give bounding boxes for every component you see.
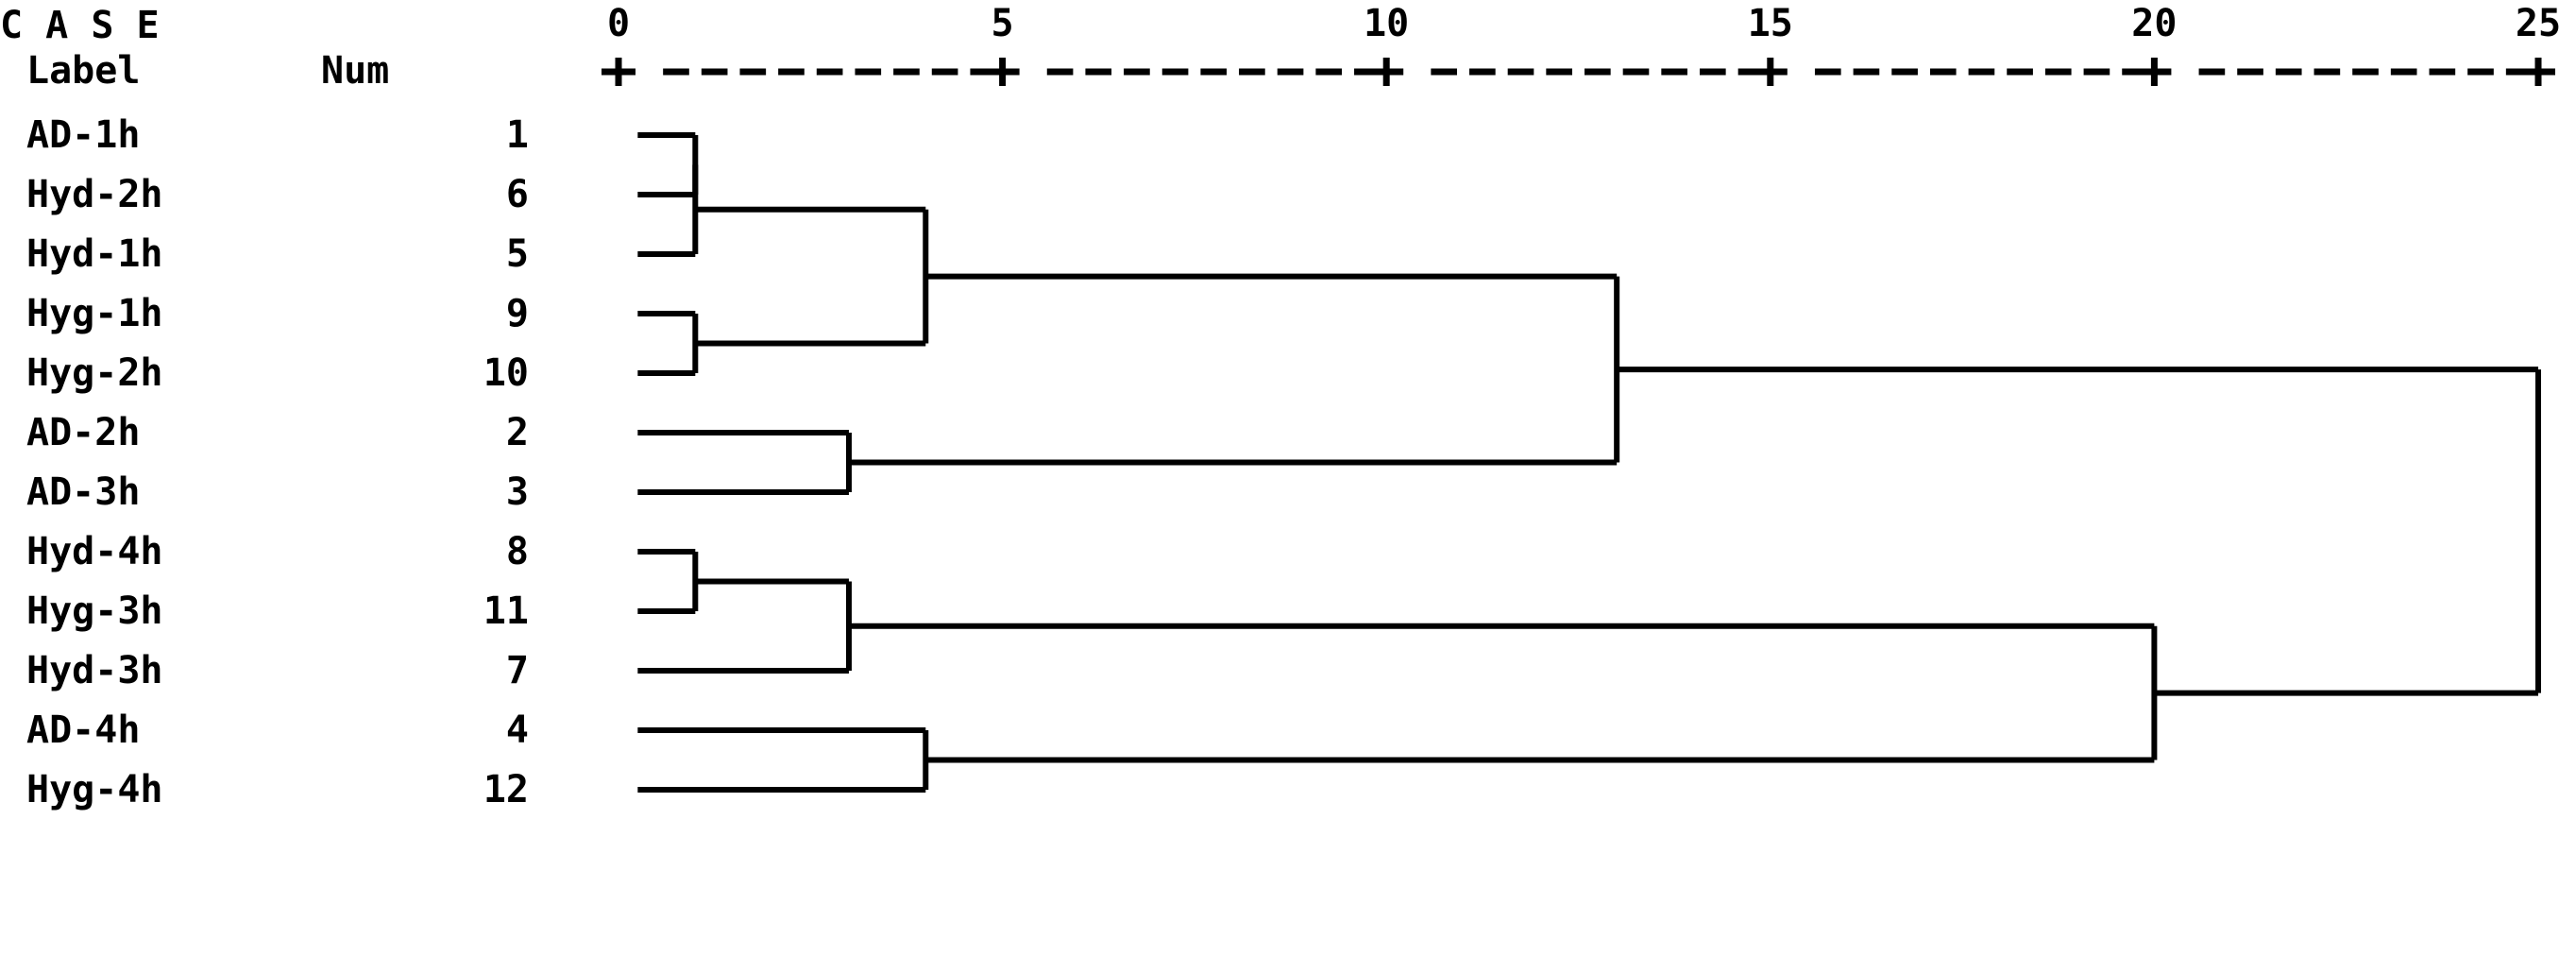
axis-dash xyxy=(893,68,920,76)
label-column-header: Label xyxy=(26,49,141,93)
axis-dash xyxy=(1046,68,1074,76)
leaf-label: Hyd-2h xyxy=(26,173,163,216)
leaf-number: 1 xyxy=(505,113,529,157)
axis-dash xyxy=(855,68,882,76)
axis-dash xyxy=(2352,68,2379,76)
leaf-number: 8 xyxy=(505,530,529,573)
axis-dash xyxy=(2467,68,2494,76)
leaf-number: 7 xyxy=(505,649,529,692)
axis-dash xyxy=(1929,68,1957,76)
axis-dash xyxy=(2390,68,2417,76)
leaf-number: 2 xyxy=(505,411,529,454)
axis-dash xyxy=(1161,68,1189,76)
leaf-number: 3 xyxy=(505,470,529,514)
leaf-number: 4 xyxy=(505,708,529,752)
axis-dash xyxy=(1277,68,1304,76)
axis-dash xyxy=(1431,68,1458,76)
axis-dash xyxy=(931,68,958,76)
axis-dash xyxy=(2429,68,2456,76)
axis-dash xyxy=(1469,68,1496,76)
axis-dash xyxy=(2505,68,2533,76)
axis-ruler xyxy=(0,51,2576,89)
axis-dash xyxy=(1085,68,1112,76)
axis-dash xyxy=(1622,68,1650,76)
leaf-label: Hyg-1h xyxy=(26,292,163,335)
axis-tick-label: 20 xyxy=(2131,2,2178,45)
leaf-number: 10 xyxy=(483,351,529,395)
axis-dash xyxy=(2237,68,2263,76)
leaf-label: AD-1h xyxy=(26,113,141,157)
axis-dash xyxy=(1891,68,1918,76)
axis-dash xyxy=(1661,68,1687,76)
leaf-number: 11 xyxy=(483,589,529,633)
case-header-text: C A S E xyxy=(0,4,160,47)
axis-dash xyxy=(2122,68,2148,76)
leaf-label: Hyd-1h xyxy=(26,232,163,276)
num-column-header: Num xyxy=(321,49,390,93)
leaf-number: 9 xyxy=(505,292,529,335)
axis-dash xyxy=(1737,68,1765,76)
axis-tick-label: 15 xyxy=(1747,2,1793,45)
axis-tick-mark xyxy=(615,58,622,86)
axis-dash xyxy=(663,68,689,76)
leaf-label: Hyd-3h xyxy=(26,649,163,692)
axis-dash xyxy=(2083,68,2110,76)
axis-dash xyxy=(2007,68,2033,76)
leaf-number: 6 xyxy=(505,173,529,216)
axis-dash xyxy=(2198,68,2226,76)
axis-dash xyxy=(1124,68,1150,76)
axis-tick-mark xyxy=(1382,58,1390,86)
axis-dash xyxy=(1814,68,1841,76)
axis-tick-numbers: 0 5 10 15 20 25 xyxy=(0,2,2576,47)
axis-tick-label: 10 xyxy=(1364,2,1410,45)
leaf-label: Hyd-4h xyxy=(26,530,163,573)
axis-tick-mark xyxy=(1767,58,1774,86)
axis-tick-label: 25 xyxy=(2515,2,2562,45)
axis-dash xyxy=(1354,68,1381,76)
leaf-label: AD-2h xyxy=(26,411,141,454)
axis-dash xyxy=(701,68,728,76)
axis-dash xyxy=(2313,68,2341,76)
leaf-number: 12 xyxy=(483,768,529,811)
leaf-label: Hyg-3h xyxy=(26,589,163,633)
axis-tick-mark xyxy=(2534,58,2542,86)
axis-dash xyxy=(1853,68,1880,76)
leaf-number: 5 xyxy=(505,232,529,276)
axis-dash xyxy=(1315,68,1343,76)
case-header: C A S E xyxy=(0,4,567,47)
axis-dash xyxy=(1699,68,1726,76)
axis-dash xyxy=(1200,68,1228,76)
axis-dash xyxy=(816,68,843,76)
axis-dash xyxy=(2275,68,2302,76)
leaf-label: Hyg-2h xyxy=(26,351,163,395)
axis-tick-label: 5 xyxy=(991,2,1014,45)
axis-dash xyxy=(970,68,997,76)
axis-tick-mark xyxy=(999,58,1007,86)
axis-dash xyxy=(1546,68,1572,76)
axis-dash xyxy=(1585,68,1611,76)
axis-tick-label: 0 xyxy=(606,2,631,45)
axis-dash xyxy=(1507,68,1534,76)
leaf-label: Hyg-4h xyxy=(26,768,163,811)
axis-tick-mark xyxy=(2150,58,2158,86)
leaf-label: AD-4h xyxy=(26,708,141,752)
axis-dash xyxy=(778,68,805,76)
axis-dash xyxy=(1968,68,1995,76)
axis-dash xyxy=(2044,68,2072,76)
axis-dash xyxy=(739,68,767,76)
axis-dash xyxy=(1239,68,1265,76)
leaf-label: AD-3h xyxy=(26,470,141,514)
